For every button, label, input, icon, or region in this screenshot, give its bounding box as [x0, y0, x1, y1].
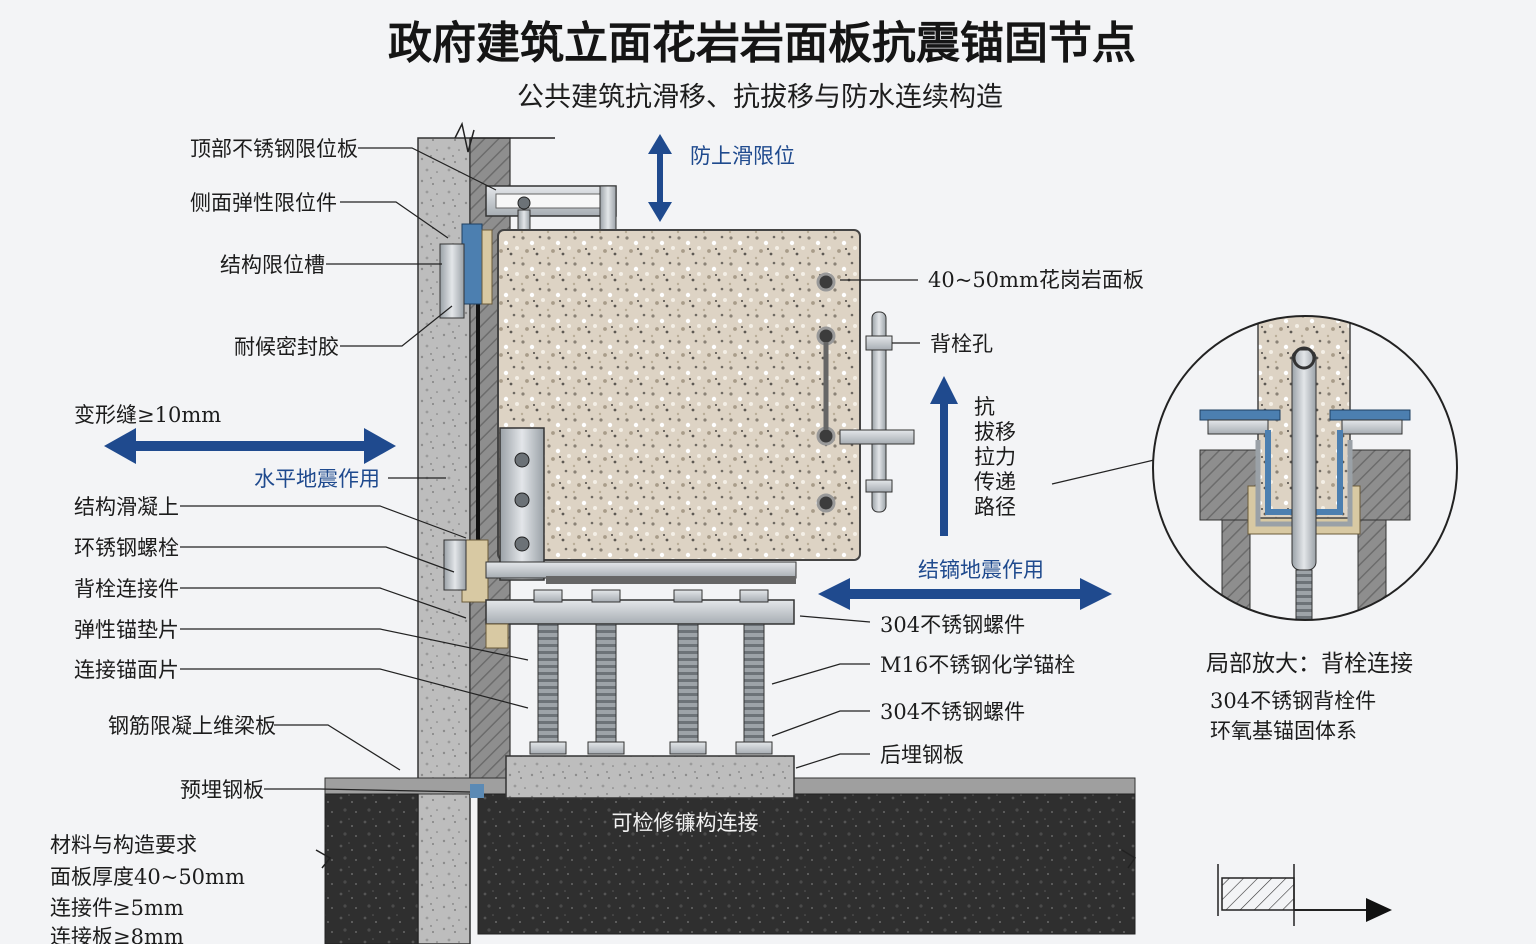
seismic-action-arrow-icon [818, 578, 1112, 610]
top-limit-plate-label: 顶部不锈钢限位板 [190, 137, 358, 161]
weather-sealant-label: 耐候密封胶 [234, 335, 339, 359]
seismic-action-label: 结镝地震作用 [918, 558, 1044, 582]
bolt-hole-icon [816, 426, 836, 446]
bolt-hole-icon [816, 326, 836, 346]
zoom-title: 局部放大：背栓连接 [1206, 651, 1413, 677]
m16-anchor-label: M16不锈钢化学锚栓 [880, 653, 1075, 677]
zoom-line-1: 304不锈钢背栓件 [1210, 689, 1376, 713]
anti-slide-up-label: 防上滑限位 [690, 144, 795, 168]
side-elastic-limiter [439, 223, 493, 319]
anchor-plate-label: 连接锚面片 [74, 658, 179, 682]
lower-bracket [443, 427, 797, 603]
post-embedded-plate [505, 755, 795, 799]
back-bolt [839, 311, 915, 513]
support-plate [485, 599, 795, 649]
structural-limit-groove-label: 结构限位槽 [220, 253, 325, 277]
horizontal-seismic-label: 水平地震作用 [254, 467, 380, 491]
back-bolt-connector-label: 背栓连接件 [74, 577, 179, 601]
pullout-arrow-icon [930, 376, 958, 536]
anti-slide-up-arrow-icon [648, 134, 672, 222]
bolt-hole-icon [816, 493, 836, 513]
legend-symbol [1217, 864, 1392, 926]
structural-concrete-label: 结构滑凝上 [74, 495, 179, 519]
back-bolt-hole-label: 背栓孔 [930, 332, 993, 356]
page-subtitle: 公共建筑抗滑移、抗拔移与防水连续构造 [517, 82, 1003, 113]
bolt-hole-icon [816, 272, 836, 292]
notes-item-1: 面板厚度40~50mm [50, 865, 245, 889]
granite-panel [497, 229, 861, 561]
embedded-plate-label: 预埋钢板 [180, 778, 264, 802]
pullout-label-5: 路径 [974, 495, 1016, 519]
bracket-304-a-label: 304不锈钢螺件 [880, 613, 1025, 637]
stainless-bolt-label: 环锈钢螺栓 [74, 536, 179, 560]
notes-item-3: 连接板≥8mm [50, 925, 184, 944]
elastic-pad-label: 弹性锚垫片 [74, 618, 179, 642]
pullout-label-1: 抗 [974, 395, 995, 419]
notes-heading: 材料与构造要求 [50, 833, 197, 857]
inspectable-connection-label: 可检修镰构连接 [612, 811, 759, 835]
pullout-label-2: 拔移 [974, 420, 1016, 444]
zoom-detail [1152, 315, 1458, 621]
m16-anchor-bolts [529, 589, 773, 755]
pullout-label-4: 传递 [974, 470, 1016, 494]
notes-item-2: 连接件≥5mm [50, 896, 184, 920]
rc-beam-slab-label: 钢筋限凝上维梁板 [108, 714, 276, 738]
zoom-line-2: 环氧基锚固体系 [1210, 719, 1357, 743]
horizontal-seismic-arrow-icon [104, 428, 396, 464]
page-title: 政府建筑立面花岩岩面板抗震锚固节点 [388, 18, 1136, 69]
post-embedded-plate-label: 后埋钢板 [880, 743, 964, 767]
deformation-joint-label: 变形缝≥10mm [74, 403, 221, 427]
bracket-304-b-label: 304不锈钢螺件 [880, 700, 1025, 724]
top-limit-plate [485, 185, 617, 233]
granite-panel-label: 40~50mm花岗岩面板 [928, 268, 1144, 292]
pullout-label-3: 拉力 [974, 445, 1016, 469]
side-elastic-limiter-label: 侧面弹性限位件 [190, 191, 337, 215]
arrow-right-icon [1366, 898, 1392, 922]
